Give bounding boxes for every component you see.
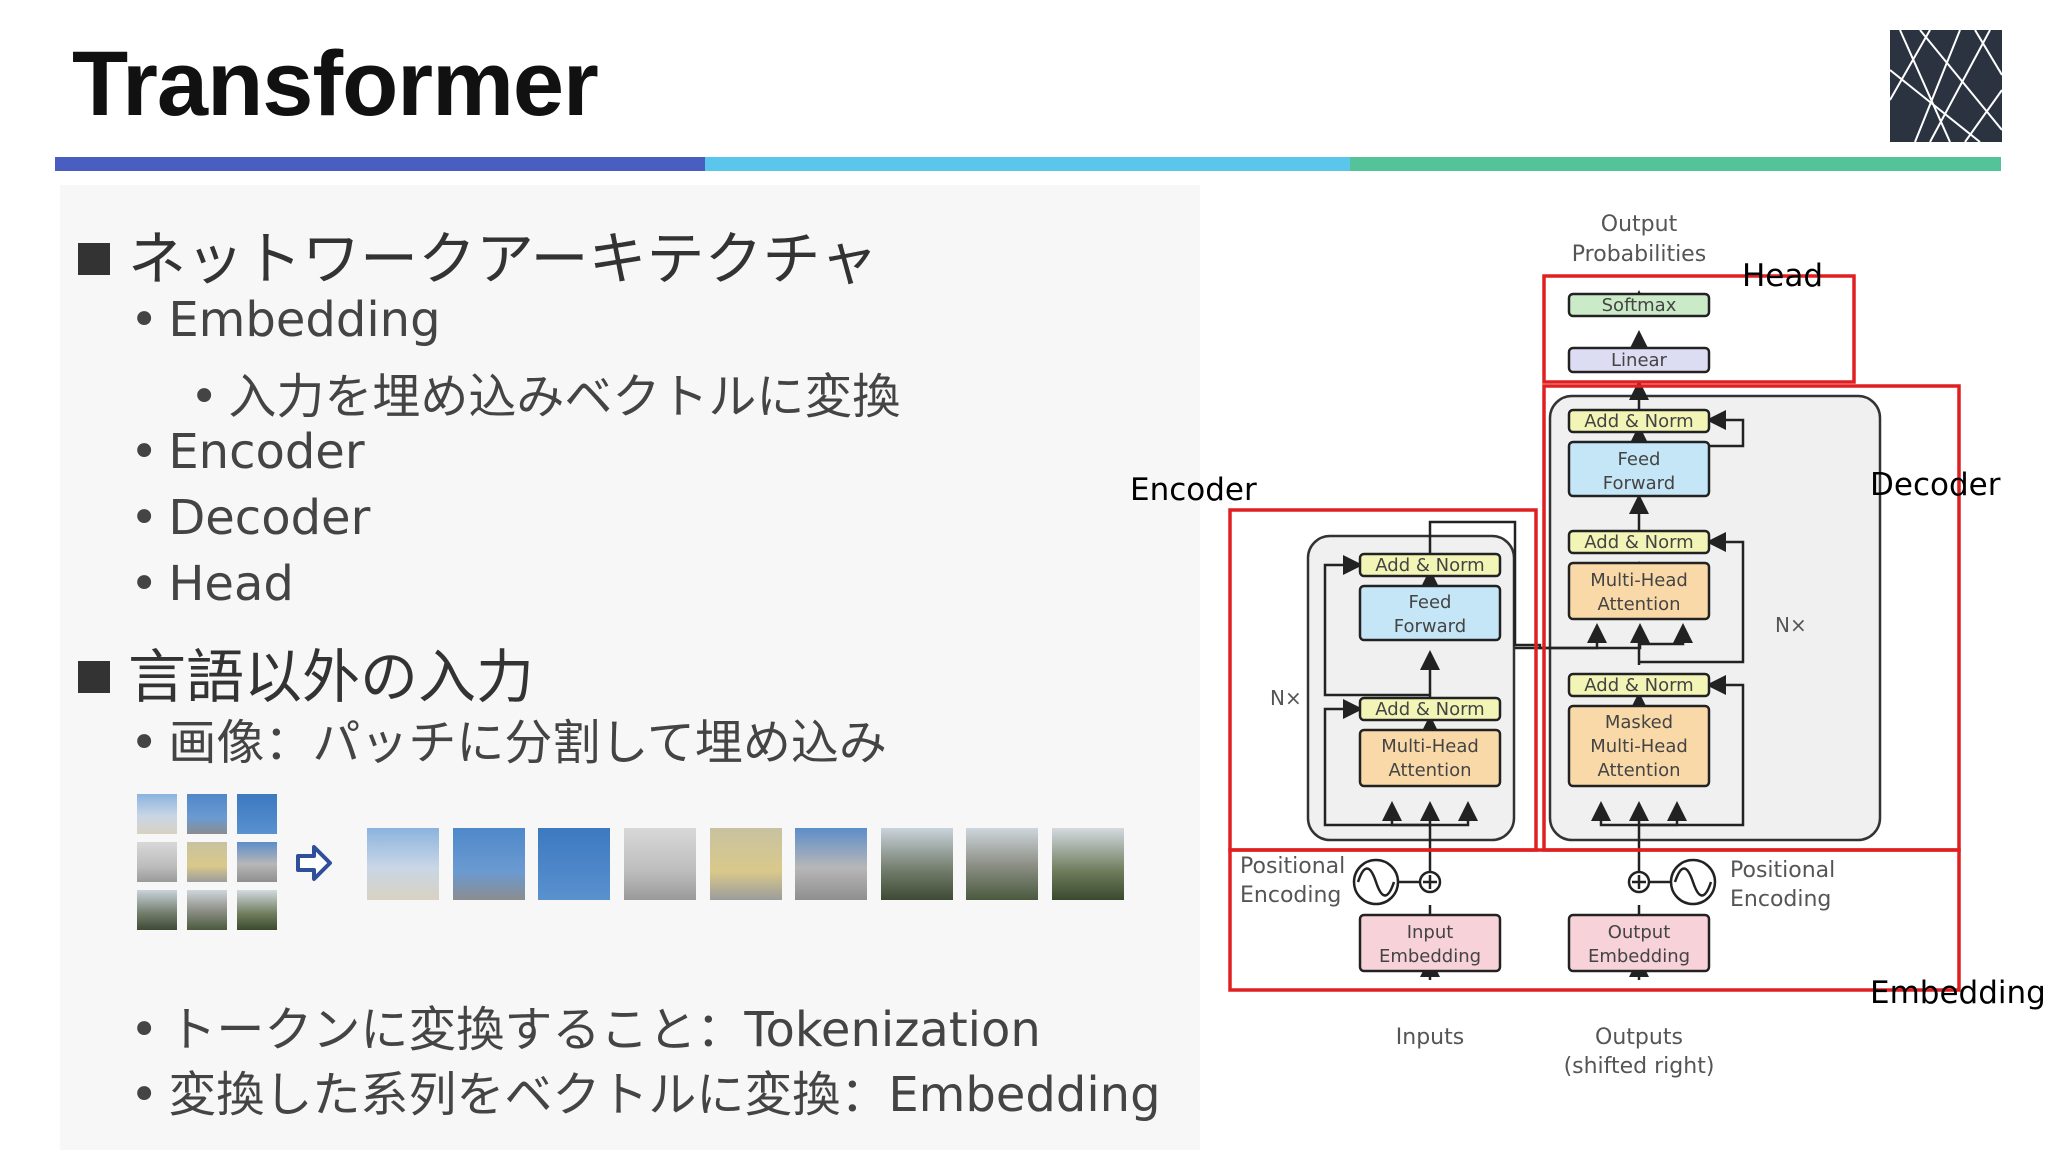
encoder-mha-label-2: Attention bbox=[1388, 760, 1471, 781]
encoder-stack-container bbox=[1306, 534, 1516, 842]
positional-encoding-right-2: Encoding bbox=[1730, 887, 1831, 912]
positional-encoding-left-1: Positional bbox=[1240, 854, 1345, 879]
decoder-masked-multi-head-attention bbox=[1567, 704, 1711, 788]
decoder-add-norm-bottom-label: Add & Norm bbox=[1584, 675, 1693, 696]
bullet-decoder: •Decoder bbox=[130, 490, 371, 546]
sequence-patch bbox=[453, 828, 525, 900]
patch-image bbox=[137, 794, 177, 834]
sine-wave-icon bbox=[1649, 858, 1717, 906]
encoder-feed-forward-label-1: Feed bbox=[1409, 592, 1452, 613]
patch-image bbox=[187, 842, 227, 882]
bullet-head: •Head bbox=[130, 556, 294, 612]
sequence-patch bbox=[795, 828, 867, 900]
title-bar-cyan bbox=[705, 157, 1350, 171]
decoder-masked-label-1: Masked bbox=[1605, 712, 1673, 733]
output-embedding-label-2: Embedding bbox=[1588, 946, 1690, 967]
decoder-add-norm-top-label: Add & Norm bbox=[1584, 411, 1693, 432]
encoder-mha-label-1: Multi-Head bbox=[1381, 736, 1479, 757]
positional-encoding-left-2: Encoding bbox=[1240, 883, 1341, 908]
section-architecture: ネットワークアーキテクチャ bbox=[78, 212, 878, 296]
decoder-feed-forward bbox=[1567, 440, 1711, 498]
patch-image bbox=[187, 890, 227, 930]
sequence-patch bbox=[966, 828, 1038, 900]
patch-image bbox=[137, 842, 177, 882]
image-patch-grid bbox=[137, 794, 277, 930]
head-highlight-box bbox=[1542, 274, 1856, 384]
encoder-add-norm-bottom bbox=[1358, 696, 1502, 722]
embedding-highlight-box bbox=[1228, 848, 1961, 992]
decoder-masked-label-3: Attention bbox=[1597, 760, 1680, 781]
patch-image bbox=[137, 890, 177, 930]
encoder-add-norm-top bbox=[1358, 552, 1502, 578]
positional-encoding-right-1: Positional bbox=[1730, 858, 1835, 883]
inputs-label: Inputs bbox=[1396, 1025, 1464, 1050]
input-embedding-label-1: Input bbox=[1407, 922, 1454, 943]
logo-mark bbox=[1890, 30, 2002, 142]
output-probabilities-label-2: Probabilities bbox=[1572, 242, 1706, 267]
patch-image bbox=[237, 842, 277, 882]
decoder-feed-forward-label-1: Feed bbox=[1618, 449, 1661, 470]
input-embedding-block bbox=[1358, 913, 1502, 973]
slide-title: Transformer bbox=[72, 33, 599, 135]
patch-image bbox=[187, 794, 227, 834]
input-embedding-label-2: Embedding bbox=[1379, 946, 1481, 967]
decoder-add-norm-middle bbox=[1567, 529, 1711, 555]
bullet-embedding: •Embedding bbox=[130, 292, 441, 348]
decoder-feed-forward-label-2: Forward bbox=[1603, 473, 1675, 494]
decoder-mha-label-1: Multi-Head bbox=[1590, 570, 1688, 591]
softmax-block bbox=[1567, 292, 1711, 318]
title-bar-blue bbox=[55, 157, 705, 171]
sequence-patch bbox=[881, 828, 953, 900]
encoder-add-norm-top-label: Add & Norm bbox=[1375, 555, 1484, 576]
bullet-tokenization: •トークンに変換すること：Tokenization bbox=[130, 1002, 1041, 1058]
outputs-label-1: Outputs bbox=[1595, 1025, 1683, 1050]
square-bullet-icon bbox=[78, 243, 110, 275]
title-bar-green bbox=[1350, 157, 2001, 171]
content-area bbox=[60, 185, 1200, 1150]
encoder-feed-forward-label-2: Forward bbox=[1394, 616, 1466, 637]
decoder-multi-head-attention bbox=[1567, 561, 1711, 621]
sequence-patch bbox=[1052, 828, 1124, 900]
output-embedding-block bbox=[1567, 913, 1711, 973]
arrow-right-icon bbox=[294, 843, 334, 883]
sequence-patch bbox=[710, 828, 782, 900]
bullet-embedding-def: •変換した系列をベクトルに変換：Embedding bbox=[130, 1067, 1161, 1123]
linear-block bbox=[1567, 346, 1711, 374]
decoder-masked-label-2: Multi-Head bbox=[1590, 736, 1688, 757]
encoder-region-label: Encoder bbox=[1130, 472, 1257, 508]
outputs-label-2: (shifted right) bbox=[1564, 1054, 1715, 1079]
softmax-label: Softmax bbox=[1602, 295, 1677, 316]
section-non-language-input: 言語以外の入力 bbox=[78, 630, 534, 714]
encoder-multi-head-attention bbox=[1358, 728, 1502, 788]
output-embedding-label-1: Output bbox=[1608, 922, 1671, 943]
head-region-label: Head bbox=[1742, 258, 1823, 294]
sine-wave-icon bbox=[1352, 858, 1420, 906]
square-bullet-icon bbox=[78, 661, 110, 693]
transformer-diagram: Add & Norm Feed Forward Add & Norm Multi… bbox=[1130, 212, 2046, 1079]
sequence-patch bbox=[367, 828, 439, 900]
patch-image bbox=[237, 890, 277, 930]
output-probabilities-label-1: Output bbox=[1601, 212, 1678, 237]
bullet-embedding-sub: •入力を埋め込みベクトルに変換 bbox=[190, 369, 901, 425]
sequence-patch bbox=[624, 828, 696, 900]
decoder-add-norm-bottom bbox=[1567, 672, 1711, 698]
decoder-nx-label: N× bbox=[1775, 613, 1807, 637]
patch-image bbox=[237, 794, 277, 834]
encoder-add-norm-bottom-label: Add & Norm bbox=[1375, 699, 1484, 720]
bullet-image: •画像：パッチに分割して埋め込み bbox=[130, 715, 887, 771]
linear-label: Linear bbox=[1611, 350, 1668, 371]
decoder-mha-label-2: Attention bbox=[1597, 594, 1680, 615]
embedding-region-label: Embedding bbox=[1870, 975, 2046, 1011]
decoder-add-norm-middle-label: Add & Norm bbox=[1584, 532, 1693, 553]
sequence-patch bbox=[538, 828, 610, 900]
bullet-encoder: •Encoder bbox=[130, 424, 365, 480]
decoder-region-label: Decoder bbox=[1870, 467, 2001, 503]
encoder-feed-forward bbox=[1358, 584, 1502, 642]
encoder-nx-label: N× bbox=[1270, 686, 1302, 710]
decoder-add-norm-top bbox=[1567, 408, 1711, 434]
